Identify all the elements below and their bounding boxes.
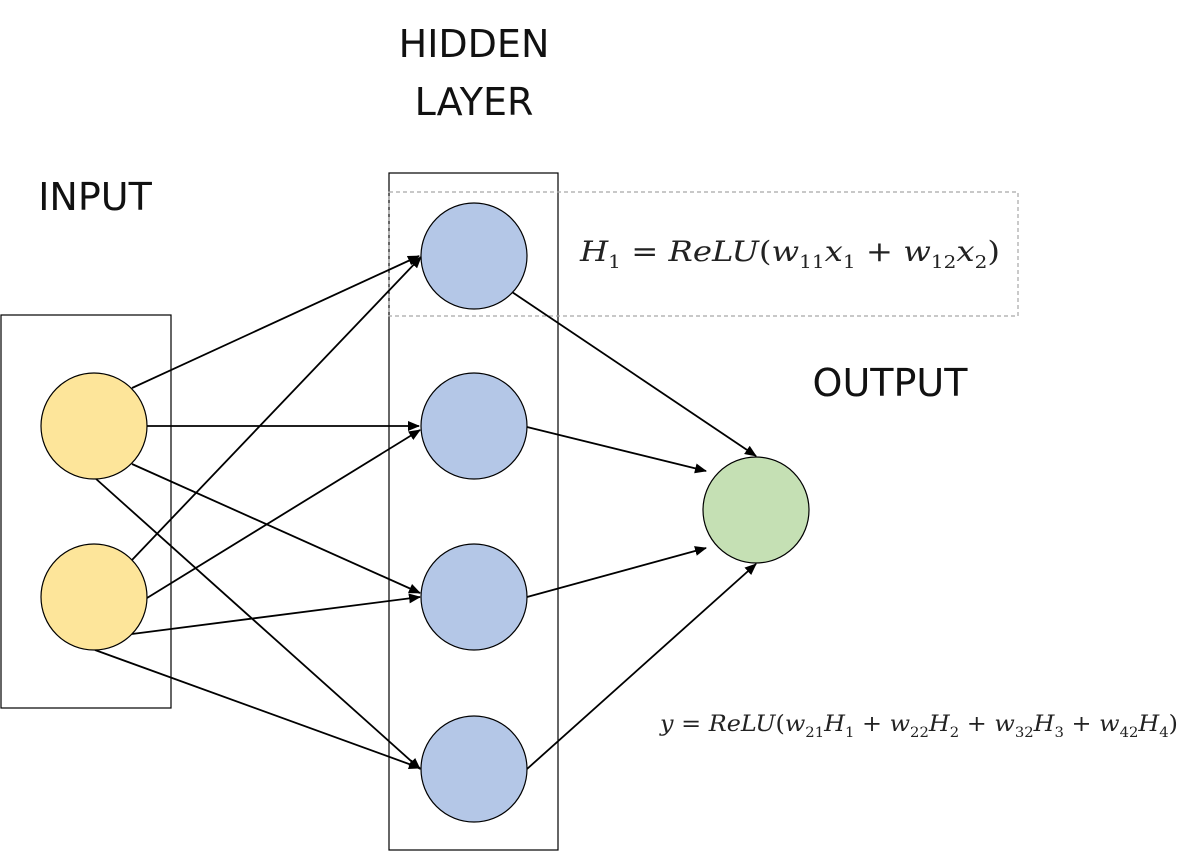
h1-eq-x2-sub: 2 [975,253,988,273]
hidden-layer-title-line2: LAYER [415,80,534,124]
h1-eq-w11-sub: 11 [799,253,824,273]
y-eq-close: ) [1169,712,1178,737]
y-eq-w21-sub: 21 [805,725,824,741]
input-layer-box [0,314,172,709]
y-eq-w32: w [994,712,1015,737]
output-node [702,456,810,564]
hidden-nodes [420,202,528,823]
hidden-layer-title-line1: HIDDEN [399,22,550,66]
edge-i1-h1 [131,255,420,389]
edge-i1-h4 [94,477,421,770]
input-node-1 [40,372,148,480]
y-eq-relu: ReLU [708,712,777,737]
edge-i2-h4 [94,649,421,769]
hidden-node-3 [420,543,528,651]
output-layer-title: OUTPUT [813,361,969,405]
h1-eq-w11: w [772,235,800,268]
edge-h1-out [511,291,757,457]
y-eq-h1: H [823,712,846,737]
input-layer-title: INPUT [38,175,152,219]
hidden-layer-box [388,172,559,851]
y-eq-h4: H [1137,712,1160,737]
y-eq-h4-sub: 4 [1159,725,1168,741]
y-eq-open: ( [776,712,785,737]
edge-h2-out [526,426,707,474]
h1-equation-dashed-box [388,191,1019,317]
h1-eq-open: ( [759,235,772,268]
y-eq-w22: w [890,712,911,737]
y-eq-h2: H [928,712,951,737]
h1-eq-w12: w [903,235,931,268]
edge-h3-out [526,546,707,598]
y-eq-plus-2: + [959,712,994,737]
y-eq-w22-sub: 22 [910,725,929,741]
y-eq-equals: = [674,712,709,737]
y-eq-h2-sub: 2 [950,725,959,741]
h1-eq-plus: + [856,235,904,268]
h1-eq-x2: x [956,235,974,268]
y-eq-plus-3: + [1064,712,1099,737]
hidden-node-2 [420,372,528,480]
h1-eq-relu: ReLU [667,235,760,268]
h1-eq-x1-sub: 1 [843,253,856,273]
connections [94,255,757,770]
y-eq-w42-sub: 42 [1120,725,1139,741]
y-eq-w42: w [1099,712,1120,737]
h1-eq-sub: 1 [608,253,621,273]
input-nodes [40,372,148,651]
h1-eq-x1: x [825,235,843,268]
y-eq-h3: H [1033,712,1056,737]
edge-i2-h3 [131,593,421,635]
edge-i1-h3 [131,463,421,594]
h1-eq-w12-sub: 12 [931,253,956,273]
y-eq-w21: w [785,712,806,737]
h1-eq-equals: = [621,235,669,268]
edge-i2-h1 [131,256,422,561]
y-eq-symbol: y [659,712,674,737]
h1-eq-symbol: H [579,235,609,268]
hidden-node-1 [420,202,528,310]
y-eq-h1-sub: 1 [845,725,854,741]
edge-i2-h2 [146,429,421,599]
y-eq-plus-1: + [854,712,889,737]
h1-eq-close: ) [987,235,1000,268]
edge-h4-out [526,563,757,770]
y-eq-w32-sub: 32 [1015,725,1034,741]
hidden-node-4 [420,715,528,823]
y-eq-h3-sub: 3 [1054,725,1063,741]
input-node-2 [40,543,148,651]
